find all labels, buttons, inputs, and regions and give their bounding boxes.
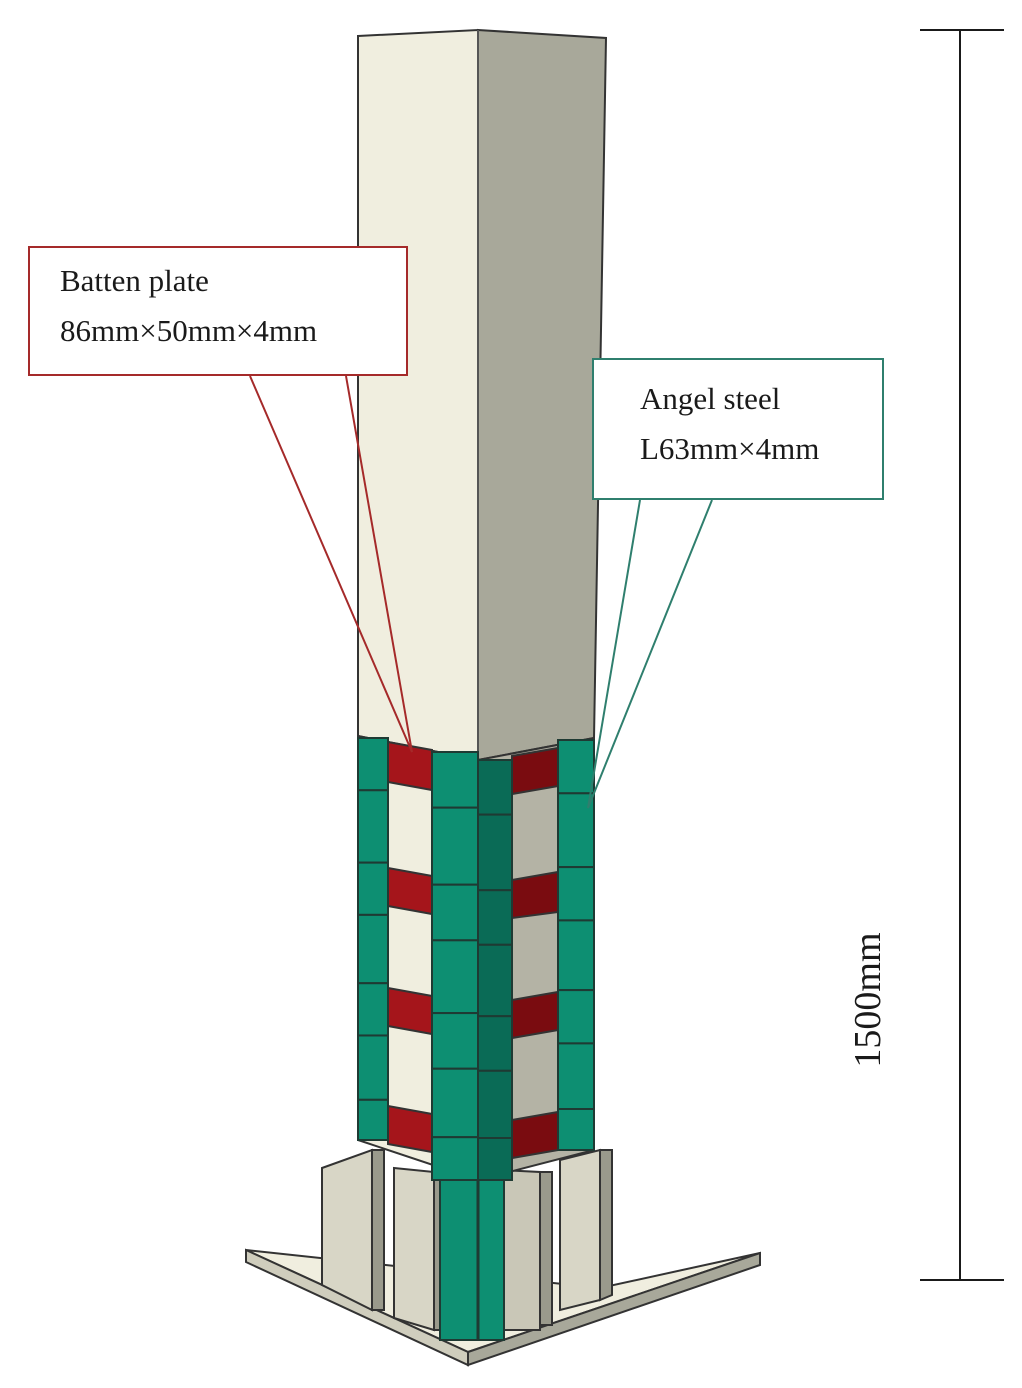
angle-steel-segment bbox=[477, 813, 513, 892]
angle-steel-segment bbox=[477, 1069, 513, 1140]
angle-steel-segment bbox=[477, 1015, 513, 1072]
column-shaft bbox=[357, 28, 608, 762]
angle-steel-segment bbox=[357, 982, 389, 1037]
batten-plate-name: Batten plate bbox=[60, 263, 209, 298]
angle-steel-segment bbox=[477, 759, 513, 816]
angel-steel-name: Angel steel bbox=[640, 381, 781, 416]
angle-steel-segment bbox=[477, 1137, 513, 1181]
angle-steel-segment bbox=[431, 1012, 479, 1070]
angle-steel-segment bbox=[431, 806, 479, 886]
callout-leaders bbox=[249, 375, 713, 809]
height-value: 1500mm bbox=[847, 932, 889, 1068]
angle-steel-segment bbox=[357, 1034, 389, 1101]
angle-steel-segment bbox=[357, 913, 389, 985]
angle-steel-segment bbox=[477, 943, 513, 1018]
corner-angle-steel bbox=[439, 1179, 505, 1341]
batten-plates bbox=[387, 740, 559, 1160]
angle-steel-segment bbox=[431, 1136, 479, 1181]
angle-steel-segment bbox=[477, 889, 513, 946]
angel-steel-size: L63mm×4mm bbox=[640, 431, 820, 466]
angle-steel-segment bbox=[557, 989, 595, 1045]
angle-steel-segment bbox=[357, 1098, 389, 1142]
angle-steel-segment bbox=[357, 737, 389, 792]
angel-steel-callout: Angel steel L63mm×4mm bbox=[592, 358, 884, 500]
angle-steel-segment bbox=[431, 883, 479, 942]
angle-steel-segment bbox=[357, 861, 389, 916]
batten-plate-size: 86mm×50mm×4mm bbox=[60, 313, 318, 348]
height-dimension bbox=[920, 29, 1004, 1281]
angle-steel-segment bbox=[557, 1108, 595, 1151]
angle-steel-segment bbox=[557, 739, 595, 795]
angle-steel-members bbox=[357, 737, 595, 1341]
angle-steel-segment bbox=[557, 866, 595, 922]
angle-steel-segment bbox=[431, 939, 479, 1015]
angle-steel-segment bbox=[431, 751, 479, 809]
angle-steel-segment bbox=[557, 1042, 595, 1111]
batten-plate-callout: Batten plate 86mm×50mm×4mm bbox=[28, 246, 408, 376]
angle-steel-segment bbox=[431, 1067, 479, 1139]
angle-steel-segment bbox=[557, 919, 595, 992]
angle-steel-segment bbox=[357, 789, 389, 864]
